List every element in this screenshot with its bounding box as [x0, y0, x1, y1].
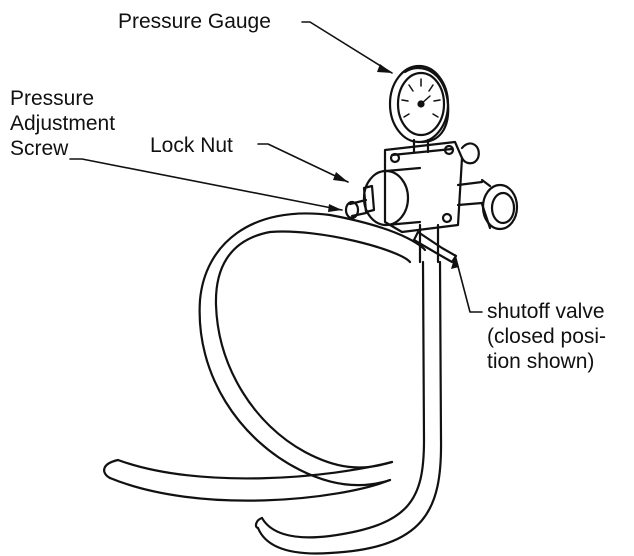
adjust-label-line-3: Screw	[10, 137, 69, 160]
shutoff-valve	[412, 223, 458, 264]
arrow-adjust-screw	[328, 204, 342, 212]
shutoff-label-line-2: (closed posi-	[487, 325, 607, 348]
regulator-body	[344, 140, 519, 234]
arrow-lock-nut	[333, 172, 348, 182]
adjust-label-line-2: Adjustment	[10, 112, 116, 135]
pressure-adjustment-screw-label: Pressure Adjustment Screw	[10, 86, 115, 161]
pressure-gauge	[388, 64, 450, 154]
shutoff-valve-label: shutoff valve (closed posi- tion shown)	[487, 299, 606, 374]
hose	[103, 212, 443, 555]
arrow-shutoff	[451, 255, 459, 269]
arrow-gauge	[377, 64, 392, 73]
shutoff-label-line-3: tion shown)	[487, 350, 595, 373]
leader-lines	[69, 21, 483, 313]
lock-nut-label: Lock Nut	[150, 134, 233, 157]
shutoff-label-line-1: shutoff valve	[487, 300, 605, 323]
adjust-label-line-1: Pressure	[10, 87, 95, 110]
pressure-gauge-label: Pressure Gauge	[118, 10, 271, 33]
